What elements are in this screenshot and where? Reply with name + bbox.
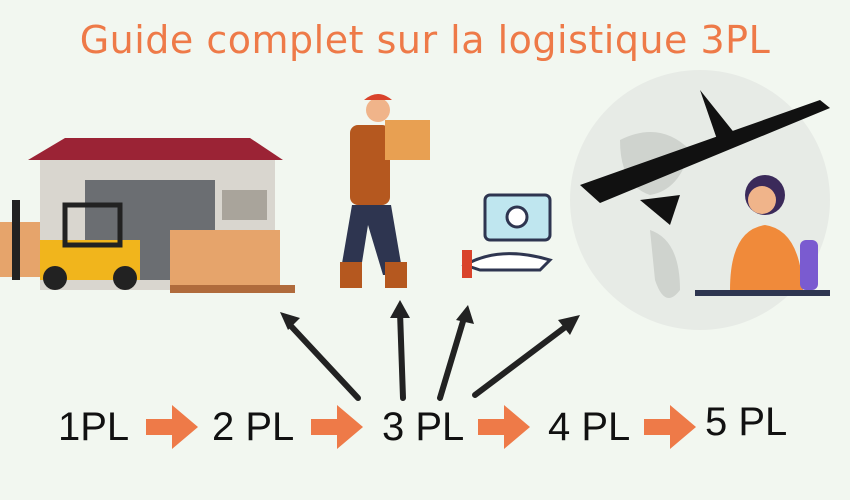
arrow-right-icon [146, 405, 198, 449]
warehouse-forklift-icon [0, 138, 295, 293]
step-3pl: 3 PL [382, 405, 465, 449]
support-agent-icon [695, 175, 830, 296]
money-hand-icon [461, 193, 553, 278]
arrow-right-icon [311, 405, 363, 449]
arrow-right-icon [478, 405, 530, 449]
step-4pl: 4 PL [548, 405, 631, 449]
step-1pl: 1PL [58, 405, 130, 449]
branch-arrows [280, 300, 580, 401]
step-5pl: 5 PL [705, 400, 788, 444]
delivery-worker-icon [340, 94, 430, 288]
page-title: Guide complet sur la logistique 3PL [79, 18, 771, 62]
step-2pl: 2 PL [212, 405, 295, 449]
arrow-right-icon [644, 405, 696, 449]
